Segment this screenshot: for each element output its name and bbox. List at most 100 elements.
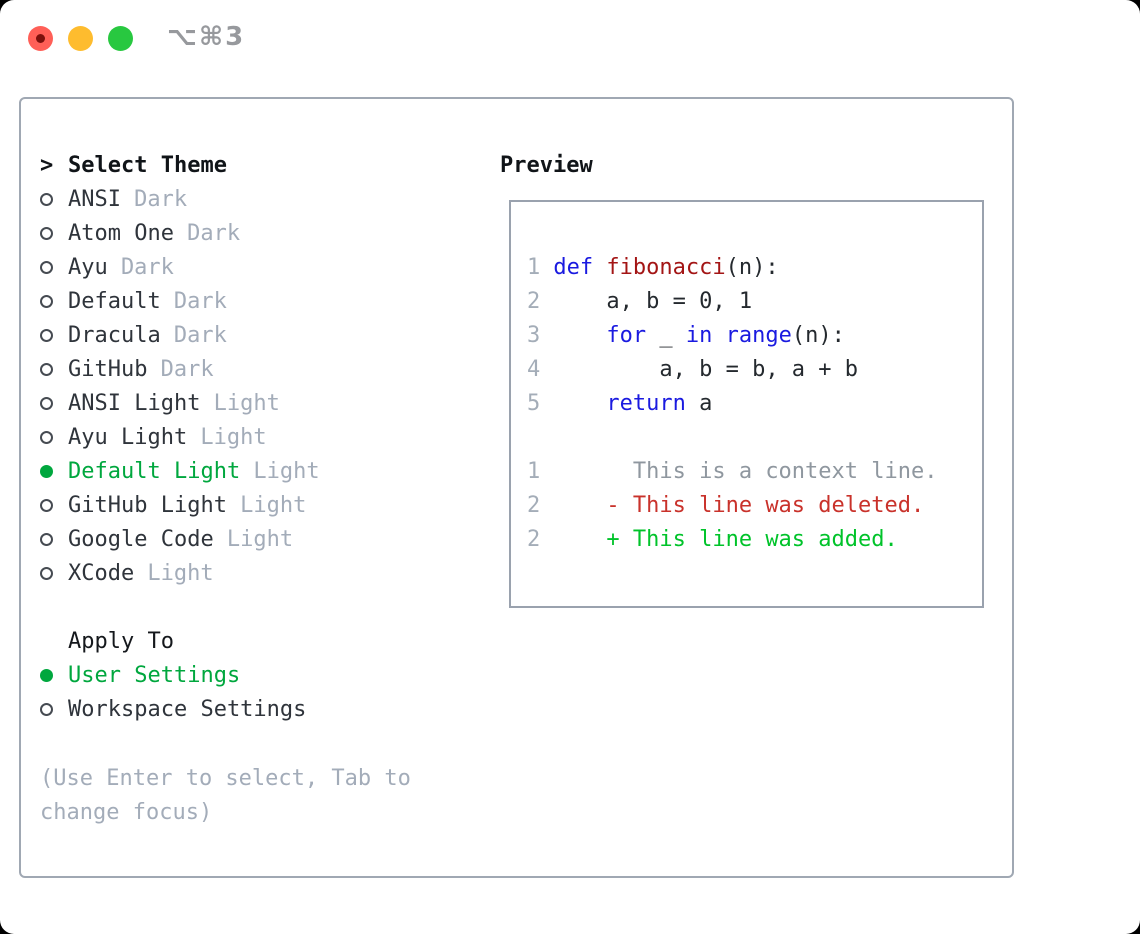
radio-icon [40, 702, 53, 716]
close-dot-icon [36, 34, 45, 43]
theme-option-ayu[interactable]: Ayu Dark [40, 250, 320, 284]
traffic-lights [28, 26, 133, 51]
radio-icon [40, 260, 53, 274]
theme-name: Dracula [68, 322, 161, 348]
line-number: 1 [527, 459, 541, 484]
diff-line-context: 1 This is a context line. [527, 455, 982, 489]
blank-line [527, 421, 982, 455]
radio-cell [40, 668, 68, 682]
diff-text: - This line was deleted. [553, 493, 925, 518]
code-token: def [553, 255, 594, 280]
diff-text: + This line was added. [553, 527, 898, 552]
radio-icon [40, 532, 53, 546]
code-token [712, 323, 725, 348]
radio-icon [40, 430, 53, 444]
spacer [40, 590, 320, 624]
code-token: (n): [791, 323, 845, 348]
radio-selected-icon [40, 668, 53, 682]
radio-cell [40, 702, 68, 716]
code-token: for [606, 323, 647, 348]
code-line-5: 5 return a [527, 387, 982, 421]
radio-cell [40, 566, 68, 580]
code-token [593, 255, 606, 280]
radio-cell [40, 498, 68, 512]
radio-icon [40, 328, 53, 342]
cursor-marker: > [40, 152, 54, 178]
theme-name: GitHub [68, 356, 148, 382]
code-token: a, b = 0, 1 [553, 289, 753, 314]
radio-cell [40, 260, 68, 274]
theme-option-dracula[interactable]: Dracula Dark [40, 318, 320, 352]
theme-name: XCode [68, 560, 135, 586]
minimize-button[interactable] [68, 26, 93, 51]
theme-variant: Dark [160, 356, 214, 382]
preview-title: Preview [500, 152, 593, 178]
theme-option-ayu-light[interactable]: Ayu Light Light [40, 420, 320, 454]
theme-name: Ayu Light [68, 424, 188, 450]
radio-cell [40, 226, 68, 240]
radio-selected-icon [40, 464, 53, 478]
theme-variant: Light [253, 458, 320, 484]
apply-to-label: Apply To [68, 628, 174, 654]
radio-icon [40, 362, 53, 376]
theme-variant: Dark [120, 254, 174, 280]
line-number: 5 [527, 391, 541, 416]
radio-icon [40, 396, 53, 410]
code-token: _ [646, 323, 686, 348]
code-line-3: 3 for _ in range(n): [527, 319, 982, 353]
theme-name: Ayu [68, 254, 108, 280]
line-number: 3 [527, 323, 541, 348]
code-token: (n): [725, 255, 779, 280]
line-number: 2 [527, 493, 541, 518]
window-title: ⌥⌘3 [167, 22, 246, 52]
apply-option-workspace-settings[interactable]: Workspace Settings [40, 692, 320, 726]
theme-variant: Light [200, 424, 267, 450]
select-theme-label: Select Theme [68, 152, 227, 178]
theme-variant: Light [226, 526, 294, 552]
radio-cell [40, 532, 68, 546]
theme-option-google-code[interactable]: Google Code Light [40, 522, 320, 556]
zoom-button[interactable] [108, 26, 133, 51]
radio-cell [40, 430, 68, 444]
code-token: a, b = b, a + b [553, 357, 859, 382]
radio-icon [40, 566, 53, 580]
theme-variant: Light [213, 390, 280, 416]
theme-variant: Dark [173, 322, 227, 348]
apply-option-user-settings[interactable]: User Settings [40, 658, 320, 692]
theme-name: ANSI [68, 186, 121, 212]
radio-icon [40, 498, 53, 512]
theme-name: Atom One [68, 220, 174, 246]
theme-name: Google Code [68, 526, 214, 552]
theme-option-github[interactable]: GitHub Dark [40, 352, 320, 386]
radio-cell [40, 294, 68, 308]
theme-variant: Light [240, 492, 307, 518]
radio-cell [40, 328, 68, 342]
apply-option-name: Workspace Settings [68, 696, 307, 722]
radio-icon [40, 192, 53, 206]
radio-icon [40, 226, 53, 240]
radio-cell [40, 464, 68, 478]
radio-cell [40, 192, 68, 206]
close-button[interactable] [28, 26, 53, 51]
code-token [553, 391, 606, 416]
apply-option-name: User Settings [68, 662, 241, 688]
theme-variant: Dark [173, 288, 227, 314]
code-token: a [685, 391, 713, 416]
code-line-2: 2 a, b = 0, 1 [527, 285, 982, 319]
diff-line-added: 2 + This line was added. [527, 523, 982, 557]
code-token: range [725, 323, 792, 348]
